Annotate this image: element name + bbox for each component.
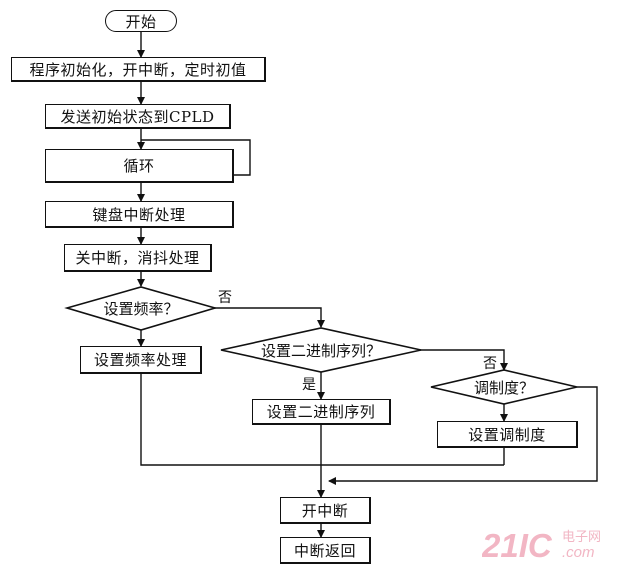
set-frequency-label: 设置频率处理 <box>93 351 187 369</box>
set-binary-box: 设置二进制序列 <box>252 399 391 425</box>
send-state-box: 发送初始状态到CPLD <box>45 104 231 129</box>
edge-qfreq-no <box>214 307 325 328</box>
decision-modulation-shape <box>430 369 578 405</box>
init-label: 程序初始化，开中断，定时初值 <box>29 60 247 79</box>
decision-modulation-label: 调制度？ <box>473 378 534 397</box>
set-modulation-box: 设置调制度 <box>437 421 578 448</box>
decision-set-frequency: 设置频率？ <box>67 287 215 330</box>
watermark-domain: .com <box>562 544 595 561</box>
edge-qbin-no <box>420 349 508 371</box>
watermark-logo: 21IC 电子网 .com <box>482 527 601 562</box>
decision-set-frequency-label: 设置频率？ <box>103 300 179 318</box>
isr-return-box: 中断返回 <box>280 537 371 564</box>
keyboard-isr-box: 键盘中断处理 <box>45 201 234 228</box>
edge-qmod-no <box>328 386 598 485</box>
decision-modulation: 调制度？ <box>431 370 577 404</box>
disable-interrupt-label: 关中断，消抖处理 <box>75 249 200 267</box>
loop-label: 循环 <box>123 157 155 175</box>
branch-label-no-frequency: 否 <box>218 290 232 306</box>
watermark-brand: 21IC <box>482 527 553 562</box>
enable-interrupt-box: 开中断 <box>280 497 371 524</box>
start-label: 开始 <box>125 12 157 31</box>
send-state-label: 发送初始状态到CPLD <box>60 107 215 126</box>
init-box: 程序初始化，开中断，定时初值 <box>11 57 266 82</box>
branch-label-yes-binary: 是 <box>302 377 316 393</box>
edge-setfreq-merge <box>140 373 504 466</box>
edge-loop-back <box>141 139 251 176</box>
watermark-site: 电子网 <box>562 530 601 545</box>
branch-label-no-binary: 否 <box>483 356 497 372</box>
decision-set-binary-label: 设置二进制序列？ <box>260 341 381 360</box>
decision-set-frequency-shape <box>64 286 218 331</box>
set-frequency-box: 设置频率处理 <box>80 346 202 374</box>
decision-set-binary: 设置二进制序列？ <box>221 328 421 372</box>
loop-box: 循环 <box>45 149 234 183</box>
disable-interrupt-box: 关中断，消抖处理 <box>64 244 212 272</box>
decision-set-binary-shape <box>220 327 422 373</box>
set-binary-label: 设置二进制序列 <box>266 403 376 421</box>
isr-return-label: 中断返回 <box>293 541 356 560</box>
keyboard-isr-label: 键盘中断处理 <box>92 205 186 224</box>
enable-interrupt-label: 开中断 <box>301 501 349 520</box>
set-modulation-label: 设置调制度 <box>468 425 546 444</box>
start-node: 开始 <box>105 10 177 32</box>
